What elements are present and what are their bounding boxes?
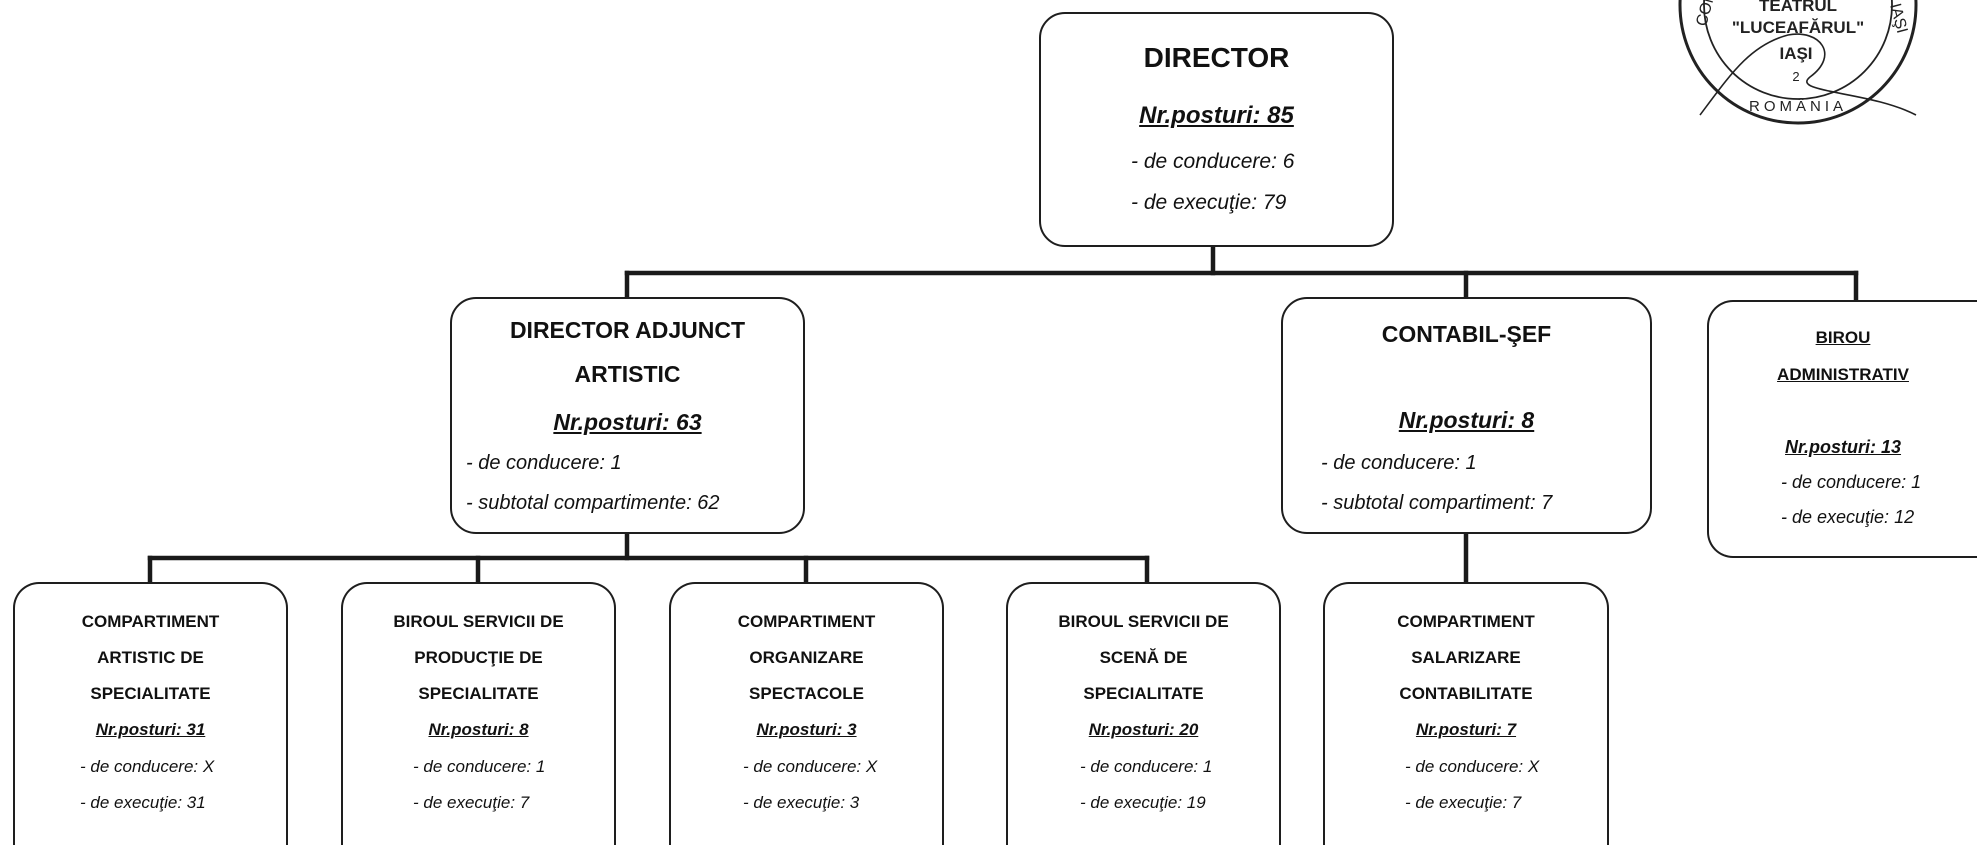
unit-title-line: ORGANIZARE bbox=[749, 648, 864, 667]
unit-posts: Nr.posturi: 20 bbox=[1088, 720, 1199, 739]
stamp-seal-icon: TEATRUL "LUCEAFĂRUL" IAŞI 2 CONS IAŞI RO… bbox=[1678, 0, 1918, 125]
unit-title-line: SPECIALITATE bbox=[418, 684, 539, 703]
unit-title-line: COMPARTIMENT bbox=[737, 612, 876, 631]
deputy-management-posts: - de conducere: 1 bbox=[466, 452, 622, 474]
unit-title-line: SPECIALITATE bbox=[1083, 684, 1204, 703]
unit-title-line: BIROUL SERVICII DE bbox=[393, 612, 564, 631]
stamp-arc-bottom: ROMÂNIA bbox=[1749, 98, 1847, 115]
director-posts: Nr.posturi: 85 bbox=[1139, 102, 1294, 129]
unit-execution-posts: - de execuţie: 7 bbox=[1405, 793, 1522, 812]
admin-title-line2: ADMINISTRATIV bbox=[1777, 365, 1909, 384]
unit-management-posts: - de conducere: X bbox=[80, 757, 215, 776]
stamp-line-3: IAŞI bbox=[1779, 44, 1812, 63]
stamp-number: 2 bbox=[1792, 69, 1799, 84]
official-stamp: TEATRUL "LUCEAFĂRUL" IAŞI 2 CONS IAŞI RO… bbox=[1670, 0, 1920, 145]
director-box: DIRECTOR Nr.posturi: 85 - de conducere: … bbox=[1039, 12, 1394, 247]
unit-title-line: COMPARTIMENT bbox=[81, 612, 220, 631]
unit-box-shows: COMPARTIMENT ORGANIZARE SPECTACOLE Nr.po… bbox=[669, 582, 944, 845]
admin-posts: Nr.posturi: 13 bbox=[1785, 437, 1902, 457]
unit-posts: Nr.posturi: 7 bbox=[1415, 720, 1517, 739]
unit-posts: Nr.posturi: 31 bbox=[95, 720, 206, 739]
deputy-title-line2: ARTISTIC bbox=[574, 361, 681, 387]
unit-title-line: SALARIZARE bbox=[1411, 648, 1521, 667]
unit-management-posts: - de conducere: X bbox=[743, 757, 878, 776]
deputy-director-box: DIRECTOR ADJUNCT ARTISTIC Nr.posturi: 63… bbox=[450, 297, 805, 534]
accountant-management-posts: - de conducere: 1 bbox=[1321, 452, 1477, 474]
unit-box-artistic: COMPARTIMENT ARTISTIC DE SPECIALITATE Nr… bbox=[13, 582, 288, 845]
unit-title-line: SPECTACOLE bbox=[749, 684, 864, 703]
stamp-line-2: "LUCEAFĂRUL" bbox=[1732, 18, 1864, 37]
admin-office-box: BIROU ADMINISTRATIV Nr.posturi: 13 - de … bbox=[1707, 300, 1977, 558]
unit-title-line: BIROUL SERVICII DE bbox=[1058, 612, 1229, 631]
director-management-posts: - de conducere: 6 bbox=[1131, 150, 1295, 173]
unit-title-line: PRODUCŢIE DE bbox=[414, 648, 543, 667]
unit-title-line: ARTISTIC DE bbox=[97, 648, 204, 667]
accountant-posts: Nr.posturi: 8 bbox=[1398, 407, 1535, 433]
unit-management-posts: - de conducere: 1 bbox=[413, 757, 546, 776]
stamp-arc-right: IAŞI bbox=[1886, 2, 1910, 36]
director-title: DIRECTOR bbox=[1143, 42, 1290, 73]
unit-posts: Nr.posturi: 3 bbox=[756, 720, 857, 739]
unit-title-line: CONTABILITATE bbox=[1399, 684, 1533, 703]
unit-execution-posts: - de execuţie: 19 bbox=[1080, 793, 1206, 812]
deputy-posts: Nr.posturi: 63 bbox=[553, 409, 702, 435]
unit-execution-posts: - de execuţie: 3 bbox=[743, 793, 860, 812]
deputy-subtotal: - subtotal compartimente: 62 bbox=[466, 492, 720, 514]
unit-execution-posts: - de execuţie: 7 bbox=[413, 793, 530, 812]
accountant-title: CONTABIL-ŞEF bbox=[1381, 321, 1552, 347]
deputy-title-line1: DIRECTOR ADJUNCT bbox=[509, 317, 746, 343]
unit-title-line: COMPARTIMENT bbox=[1397, 612, 1535, 631]
unit-posts: Nr.posturi: 8 bbox=[428, 720, 529, 739]
stamp-arc-left: CONS bbox=[1693, 0, 1721, 28]
admin-title-line1: BIROU bbox=[1815, 328, 1871, 347]
unit-box-payroll: COMPARTIMENT SALARIZARE CONTABILITATE Nr… bbox=[1323, 582, 1609, 845]
admin-execution-posts: - de execuţie: 12 bbox=[1781, 507, 1915, 527]
unit-execution-posts: - de execuţie: 31 bbox=[80, 793, 206, 812]
unit-box-stage: BIROUL SERVICII DE SCENĂ DE SPECIALITATE… bbox=[1006, 582, 1281, 845]
stamp-line-1: TEATRUL bbox=[1759, 0, 1837, 15]
unit-management-posts: - de conducere: X bbox=[1405, 757, 1540, 776]
director-execution-posts: - de execuţie: 79 bbox=[1131, 191, 1287, 214]
unit-box-production: BIROUL SERVICII DE PRODUCŢIE DE SPECIALI… bbox=[341, 582, 616, 845]
admin-management-posts: - de conducere: 1 bbox=[1781, 472, 1922, 492]
stamp-signature bbox=[1699, 33, 1917, 116]
accountant-subtotal: - subtotal compartiment: 7 bbox=[1321, 492, 1553, 514]
unit-title-line: SCENĂ DE bbox=[1099, 648, 1188, 667]
unit-management-posts: - de conducere: 1 bbox=[1080, 757, 1213, 776]
chief-accountant-box: CONTABIL-ŞEF Nr.posturi: 8 - de conducer… bbox=[1281, 297, 1652, 534]
unit-title-line: SPECIALITATE bbox=[90, 684, 211, 703]
